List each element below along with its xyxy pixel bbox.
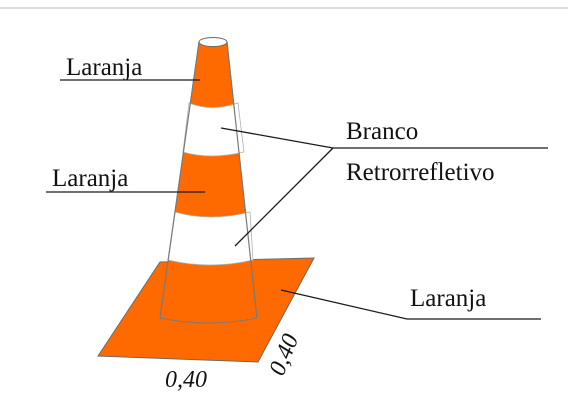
label-branco: Branco (346, 118, 418, 145)
leader-branco-upper (220, 127, 334, 149)
cone-left-edge (159, 41, 200, 319)
label-laranja-middle: Laranja (52, 165, 128, 192)
dimension-base-width: 0,40 (165, 367, 207, 393)
cone-right-edge (226, 41, 258, 319)
leader-laranja-base (280, 289, 408, 320)
label-laranja-base: Laranja (410, 285, 486, 312)
leader-branco-lower (234, 147, 334, 247)
white-band-lower (167, 211, 254, 266)
white-band-upper (182, 102, 245, 157)
label-retrorrefletivo: Retrorrefletivo (346, 159, 495, 186)
cone-tip-opening (198, 37, 228, 47)
label-laranja-top: Laranja (66, 54, 142, 81)
